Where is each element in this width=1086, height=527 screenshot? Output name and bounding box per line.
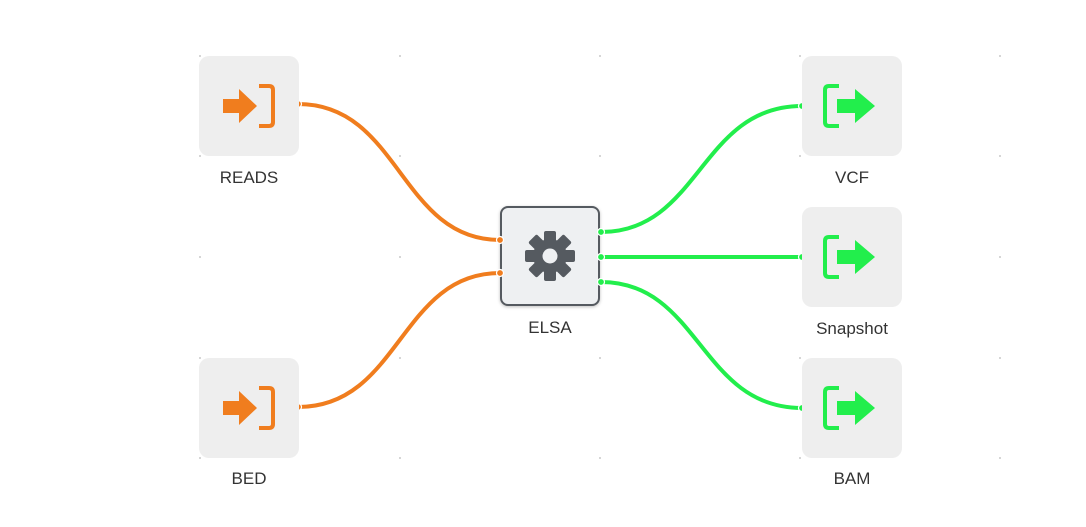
grid-dot [999,256,1001,258]
grid-dot [599,357,601,359]
node-label-vcf: VCF [835,168,869,187]
grid-dot [999,55,1001,57]
node-reads[interactable] [199,56,299,156]
grid-dot [599,155,601,157]
edge-reads-elsa[interactable] [297,102,501,242]
grid-dot [599,457,601,459]
grid-dot [399,357,401,359]
edge-bed-elsa[interactable] [297,271,501,409]
node-label-snapshot: Snapshot [816,319,888,338]
gear-icon [522,228,578,284]
node-label-reads: READS [219,168,279,187]
node-label-elsa: ELSA [528,318,572,337]
grid-dot [799,155,801,157]
grid-dot [199,357,201,359]
export-icon [823,233,881,281]
grid-dot [999,357,1001,359]
grid-dot [799,357,801,359]
node-elsa[interactable] [500,206,600,306]
export-icon [823,384,881,432]
import-icon [221,384,277,432]
grid-dot [399,155,401,157]
grid-dot [999,457,1001,459]
grid-dot [199,256,201,258]
grid-dot [199,55,201,57]
node-bam[interactable] [802,358,902,458]
node-bed[interactable] [199,358,299,458]
node-label-bam: BAM [833,469,871,488]
grid-dot [599,55,601,57]
grid-dot [999,155,1001,157]
node-vcf[interactable] [802,56,902,156]
grid-dot [399,256,401,258]
grid-dot [199,155,201,157]
grid-dot [199,457,201,459]
edge-elsa-bam[interactable] [600,280,803,410]
grid-dot [799,55,801,57]
grid-dot [399,55,401,57]
edge-elsa-vcf[interactable] [600,104,803,234]
import-icon [221,82,277,130]
export-icon [823,82,881,130]
grid-dot [399,457,401,459]
node-label-bed: BED [231,469,267,488]
grid-dot [799,457,801,459]
node-snapshot[interactable] [802,207,902,307]
